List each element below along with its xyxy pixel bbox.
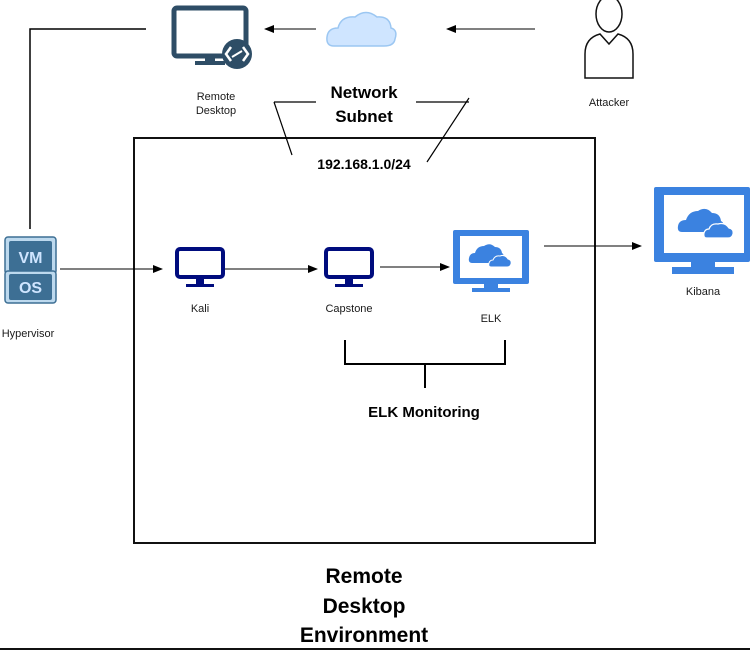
user-silhouette-icon [584,0,634,79]
svg-text:OS: OS [19,280,42,297]
kibana-cloud-monitor-icon [654,187,750,274]
remote-desktop-monitor-icon [171,5,252,69]
environment-title-2: Desktop [323,595,406,618]
remote-desktop-label-2: Desktop [196,105,236,117]
subnet-cidr-label: 192.168.1.0/24 [317,156,411,172]
remote-hypervisor-connector [29,28,146,229]
remote-desktop-label: Remote [197,91,236,103]
kibana-label: Kibana [686,286,721,298]
environment-boundary [133,137,596,544]
elk-label: ELK [481,313,502,325]
network-subnet-title: Network [330,83,398,102]
elk-cloud-monitor-icon [453,230,529,292]
environment-title: Remote [325,565,402,588]
hypervisor-label: Hypervisor [2,328,55,340]
elk-monitoring-bracket [344,340,506,388]
vm-os-stack-icon: VM OS [4,236,57,304]
attacker-label: Attacker [589,97,630,109]
environment-title-3: Environment [300,624,428,647]
kali-label: Kali [191,303,209,315]
svg-text:VM: VM [19,250,43,267]
kali-monitor-icon [175,247,225,287]
elk-monitoring-label: ELK Monitoring [368,404,480,421]
network-subnet-title-2: Subnet [335,107,393,126]
network-subnet-bracket [273,97,470,163]
capstone-monitor-icon [324,247,374,287]
capstone-label: Capstone [325,303,372,315]
cloud-icon [326,11,397,47]
